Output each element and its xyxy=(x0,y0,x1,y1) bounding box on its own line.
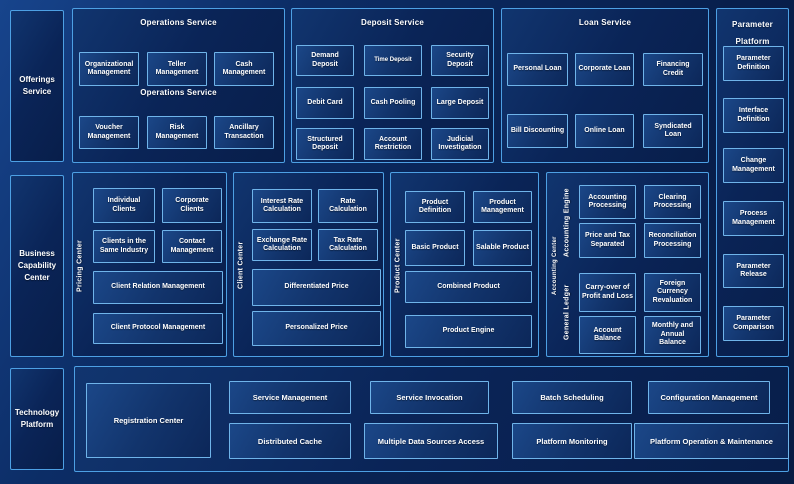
node-ancillary-transaction: Ancillary Transaction xyxy=(214,116,274,149)
panel-pricing-center: Pricing Center Individual Clients Corpor… xyxy=(72,172,227,357)
pricing-center-vlabel: Pricing Center xyxy=(76,239,84,292)
node-client-relation-management: Client Relation Management xyxy=(93,271,223,304)
node-contact-management: Contact Management xyxy=(162,230,222,263)
product-center-vlabel: Product Center xyxy=(394,238,402,293)
node-interest-rate-calculation: Interest Rate Calculation xyxy=(252,189,312,223)
node-time-deposit: Time Deposit xyxy=(364,45,422,76)
node-individual-clients: Individual Clients xyxy=(93,188,155,223)
node-interface-definition: Interface Definition xyxy=(723,98,784,133)
node-personalized-price: Personalized Price xyxy=(252,311,381,346)
node-registration-center: Registration Center xyxy=(86,383,211,458)
node-account-balance: Account Balance xyxy=(579,316,636,354)
node-salable-product: Salable Product xyxy=(473,230,532,266)
panel-accounting-center: Accounting Center Accounting Engine Gene… xyxy=(546,172,709,357)
node-differentiated-price: Differentiated Price xyxy=(252,269,381,306)
deposit-service-title: Deposit Service xyxy=(360,18,425,27)
node-parameter-definition: Parameter Definition xyxy=(723,46,784,81)
node-distributed-cache: Distributed Cache xyxy=(229,423,351,459)
node-demand-deposit: Demand Deposit xyxy=(296,45,354,76)
node-teller-management: Teller Management xyxy=(147,52,207,86)
node-multiple-data-sources-access: Multiple Data Sources Access xyxy=(364,423,498,459)
node-rate-calculation: Rate Calculation xyxy=(318,189,378,223)
node-cash-pooling: Cash Pooling xyxy=(364,87,422,119)
business-capability-label: Business Capability Center xyxy=(17,249,57,282)
node-clearing-processing: Clearing Processing xyxy=(644,185,701,219)
node-accounting-processing: Accounting Processing xyxy=(579,185,636,219)
offerings-service-label: Offerings Service xyxy=(19,75,55,96)
node-syndicated-loan: Syndicated Loan xyxy=(643,114,703,148)
panel-product-center: Product Center Product Definition Produc… xyxy=(390,172,539,357)
node-price-tax-separated: Price and Tax Separated xyxy=(579,223,636,258)
node-configuration-management: Configuration Management xyxy=(648,381,770,414)
node-service-management: Service Management xyxy=(229,381,351,414)
client-center-vlabel: Client Center xyxy=(237,241,245,290)
node-parameter-release: Parameter Release xyxy=(723,254,784,288)
panel-operations-service: Operations Service Organizational Manage… xyxy=(72,8,285,163)
node-personal-loan: Personal Loan xyxy=(507,53,568,86)
sidebar-parameter-platform: Parameter Platform Parameter Definition … xyxy=(716,8,789,357)
panel-client-center: Client Center Interest Rate Calculation … xyxy=(233,172,384,357)
node-change-management: Change Management xyxy=(723,148,784,183)
node-product-definition: Product Definition xyxy=(405,191,465,223)
operations-service-subtitle: Operations Service xyxy=(140,88,217,97)
node-debit-card: Debit Card xyxy=(296,87,354,119)
operations-service-title: Operations Service xyxy=(140,18,217,27)
node-foreign-currency-revaluation: Foreign Currency Revaluation xyxy=(644,273,701,312)
node-exchange-rate-calculation: Exchange Rate Calculation xyxy=(252,229,312,261)
node-basic-product: Basic Product xyxy=(405,230,465,266)
panel-technology-platform: Registration Center Service Management D… xyxy=(74,366,789,472)
node-security-deposit: Security Deposit xyxy=(431,45,489,76)
loan-service-title: Loan Service xyxy=(578,18,632,27)
technology-platform-label: Technology Platform xyxy=(14,408,60,429)
node-process-management: Process Management xyxy=(723,201,784,236)
node-combined-product: Combined Product xyxy=(405,271,532,303)
node-cash-management: Cash Management xyxy=(214,52,274,86)
accounting-center-vlabel: Accounting Center xyxy=(552,236,558,295)
general-ledger-vlabel: General Ledger xyxy=(563,284,571,340)
node-voucher-management: Voucher Management xyxy=(79,116,139,149)
panel-deposit-service: Deposit Service Demand Deposit Time Depo… xyxy=(291,8,494,163)
node-service-invocation: Service Invocation xyxy=(370,381,489,414)
panel-loan-service: Loan Service Personal Loan Corporate Loa… xyxy=(501,8,709,163)
node-financing-credit: Financing Credit xyxy=(643,53,703,86)
node-monthly-annual-balance: Monthly and Annual Balance xyxy=(644,316,701,354)
node-client-protocol-management: Client Protocol Management xyxy=(93,313,223,344)
node-account-restriction: Account Restriction xyxy=(364,128,422,160)
node-online-loan: Online Loan xyxy=(575,114,634,148)
node-product-management: Product Management xyxy=(473,191,532,223)
node-product-engine: Product Engine xyxy=(405,315,532,348)
node-large-deposit: Large Deposit xyxy=(431,87,489,119)
sidebar-offerings-service: Offerings Service xyxy=(10,10,64,162)
node-reconciliation-processing: Reconciliation Processing xyxy=(644,223,701,258)
accounting-engine-vlabel: Accounting Engine xyxy=(563,188,571,258)
node-structured-deposit: Structured Deposit xyxy=(296,128,354,160)
node-carry-over-profit-loss: Carry-over of Profit and Loss xyxy=(579,273,636,312)
node-platform-operation-maintenance: Platform Operation & Maintenance xyxy=(634,423,789,459)
sidebar-business-capability-center: Business Capability Center xyxy=(10,175,64,357)
node-judicial-investigation: Judicial Investigation xyxy=(431,128,489,160)
node-corporate-clients: Corporate Clients xyxy=(162,188,222,223)
sidebar-technology-platform: Technology Platform xyxy=(10,368,64,470)
node-clients-same-industry: Clients in the Same Industry xyxy=(93,230,155,263)
node-tax-rate-calculation: Tax Rate Calculation xyxy=(318,229,378,261)
node-bill-discounting: Bill Discounting xyxy=(507,114,568,148)
node-parameter-comparison: Parameter Comparison xyxy=(723,306,784,341)
node-corporate-loan: Corporate Loan xyxy=(575,53,634,86)
node-organizational-management: Organizational Management xyxy=(79,52,139,86)
node-batch-scheduling: Batch Scheduling xyxy=(512,381,632,414)
node-risk-management: Risk Management xyxy=(147,116,207,149)
node-platform-monitoring: Platform Monitoring xyxy=(512,423,632,459)
parameter-platform-title: Parameter Platform xyxy=(732,20,773,46)
